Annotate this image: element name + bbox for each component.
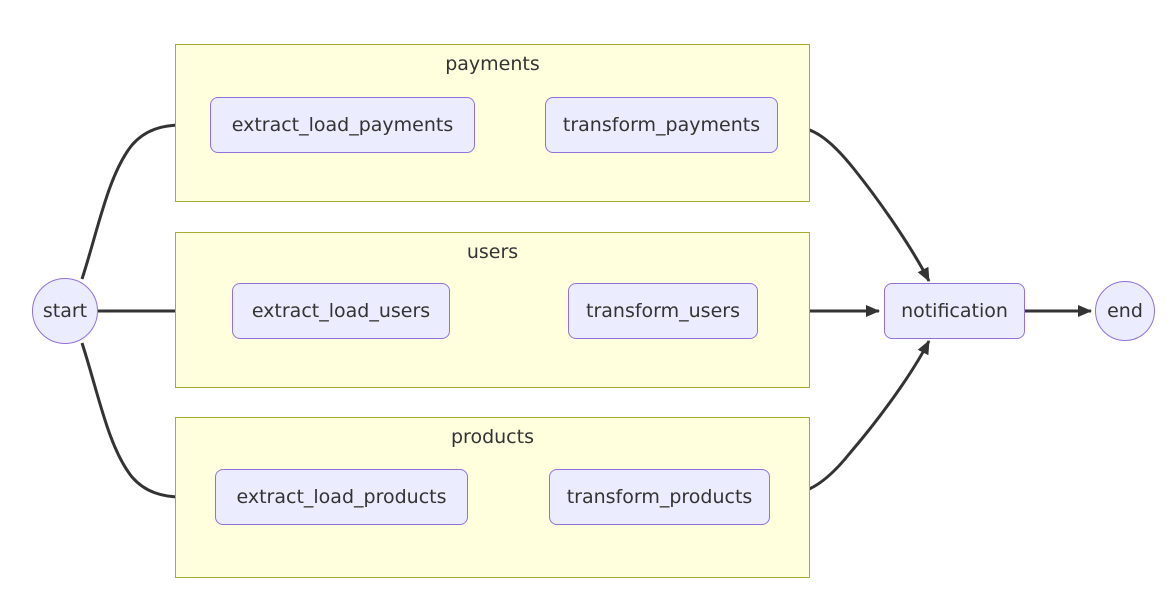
node-transform-users-label: transform_users: [586, 300, 740, 322]
node-notification-label: notification: [901, 300, 1008, 322]
node-end: end: [1095, 281, 1155, 341]
node-extract-load-products: extract_load_products: [215, 469, 468, 525]
node-extract-load-products-label: extract_load_products: [236, 486, 447, 508]
node-notification: notification: [884, 283, 1025, 339]
node-extract-load-payments: extract_load_payments: [210, 97, 475, 153]
node-extract-load-users-label: extract_load_users: [251, 300, 431, 322]
node-transform-products-label: transform_products: [566, 486, 753, 508]
node-extract-load-users: extract_load_users: [232, 283, 450, 339]
node-end-label: end: [1107, 300, 1143, 322]
node-transform-payments: transform_payments: [545, 97, 778, 153]
node-start: start: [32, 278, 98, 344]
node-transform-payments-label: transform_payments: [562, 114, 761, 136]
cluster-users-title: users: [466, 241, 519, 263]
cluster-payments-title: payments: [445, 53, 540, 75]
node-start-label: start: [42, 300, 88, 322]
node-extract-load-payments-label: extract_load_payments: [231, 114, 454, 136]
node-transform-products: transform_products: [549, 469, 770, 525]
node-transform-users: transform_users: [568, 283, 758, 339]
cluster-products-title: products: [451, 426, 534, 448]
